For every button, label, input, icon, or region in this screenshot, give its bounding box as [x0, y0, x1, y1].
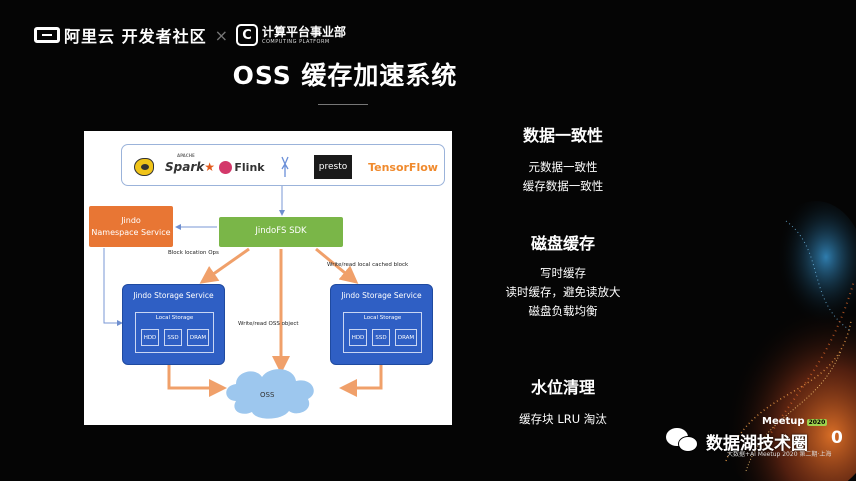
wechat-watermark: 数据湖技术圈: [666, 428, 808, 454]
jindo-storage-service-left: Jindo Storage Service Local Storage HDD …: [122, 284, 225, 365]
computing-platform-logo-icon: C: [235, 24, 258, 46]
ssd-cell: SSD: [372, 329, 390, 346]
meetup-text: Meetup: [762, 416, 805, 427]
block-location-label: Block location Ops: [168, 250, 219, 256]
hive-logo-icon: [131, 155, 157, 179]
hdd-cell: HDD: [141, 329, 159, 346]
oss-label: OSS: [260, 391, 275, 399]
spark-logo: APACHE Spark★: [165, 153, 215, 179]
feature-line: 读时缓存，避免读放大: [505, 285, 621, 299]
org-name: 阿里云 开发者社区: [64, 27, 207, 46]
flink-logo: Flink: [218, 155, 266, 179]
storage-service-title: Jindo Storage Service: [133, 291, 214, 300]
jindo-namespace-service-box: Jindo Namespace Service: [89, 206, 173, 247]
partner-name: 计算平台事业部: [261, 24, 346, 39]
aliyun-logo-icon: [34, 27, 60, 43]
namespace-line-2: Namespace Service: [91, 227, 171, 237]
diagram-connectors: [103, 186, 383, 419]
local-storage-box: Local Storage HDD SSD DRAM: [343, 312, 422, 353]
feature-heading: 磁盘缓存: [530, 234, 595, 253]
local-storage-box: Local Storage HDD SSD DRAM: [135, 312, 214, 353]
feature-heading: 数据一致性: [522, 126, 603, 145]
separator-x: ×: [214, 25, 228, 45]
feature-disk-cache: 磁盘缓存 写时缓存 读时缓存，避免读放大 磁盘负载均衡: [478, 230, 648, 321]
frameworks-panel: APACHE Spark★ Flink presto TensorFlow: [121, 144, 445, 186]
partner-subtitle: COMPUTING PLATFORM: [261, 38, 330, 45]
flink-label: Flink: [234, 160, 265, 174]
presto-mark-icon: [279, 155, 291, 179]
feature-line: 元数据一致性: [528, 160, 598, 174]
meetup-number: 0: [831, 428, 843, 448]
slide-title: OSS 缓存加速系统: [232, 61, 458, 90]
storage-service-title: Jindo Storage Service: [341, 291, 422, 300]
feature-line: 缓存块 LRU 淘汰: [519, 412, 607, 426]
jindofs-sdk-box: JindoFS SDK: [219, 217, 343, 247]
local-storage-title: Local Storage: [363, 315, 402, 321]
spark-star-icon: ★: [204, 160, 215, 174]
flink-squirrel-icon: [219, 160, 233, 174]
wechat-account-name: 数据湖技术圈: [706, 433, 808, 454]
ssd-cell: SSD: [164, 329, 182, 346]
dram-cell: DRAM: [395, 329, 417, 346]
hdd-cell: HDD: [349, 329, 367, 346]
oss-cloud-icon: [226, 369, 314, 419]
architecture-diagram: APACHE Spark★ Flink presto TensorFlow Jin…: [84, 131, 452, 425]
jindo-storage-service-right: Jindo Storage Service Local Storage HDD …: [330, 284, 433, 365]
feature-line: 磁盘负载均衡: [528, 304, 598, 318]
spark-label: Spark: [165, 160, 205, 174]
local-cache-label: Write/read local cached block: [327, 262, 409, 268]
feature-line: 缓存数据一致性: [522, 179, 604, 193]
oss-object-label: Write/read OSS object: [238, 321, 299, 327]
tensorflow-logo: TensorFlow: [367, 155, 438, 179]
feature-line: 写时缓存: [540, 266, 586, 280]
feature-watermark-cleanup: 水位清理 缓存块 LRU 淘汰: [478, 374, 648, 429]
presto-logo: presto: [314, 155, 352, 179]
dram-cell: DRAM: [187, 329, 209, 346]
spark-prefix: APACHE: [177, 153, 195, 158]
local-storage-title: Local Storage: [155, 315, 194, 321]
title-underline: [318, 104, 368, 105]
particle-swirl-decoration: [706, 201, 856, 481]
namespace-line-1: Jindo: [121, 216, 141, 226]
wechat-icon: [666, 428, 700, 454]
feature-heading: 水位清理: [530, 378, 595, 397]
header-logos: 阿里云 开发者社区 × C 计算平台事业部 COMPUTING PLATFORM: [34, 22, 346, 48]
meetup-subtitle: 大数据+AI Meetup 2020 第二期·上海: [727, 451, 832, 458]
meetup-tag: 2020: [806, 419, 828, 426]
feature-data-consistency: 数据一致性 元数据一致性 缓存数据一致性: [478, 122, 648, 196]
tensorflow-label: TensorFlow: [368, 160, 438, 174]
